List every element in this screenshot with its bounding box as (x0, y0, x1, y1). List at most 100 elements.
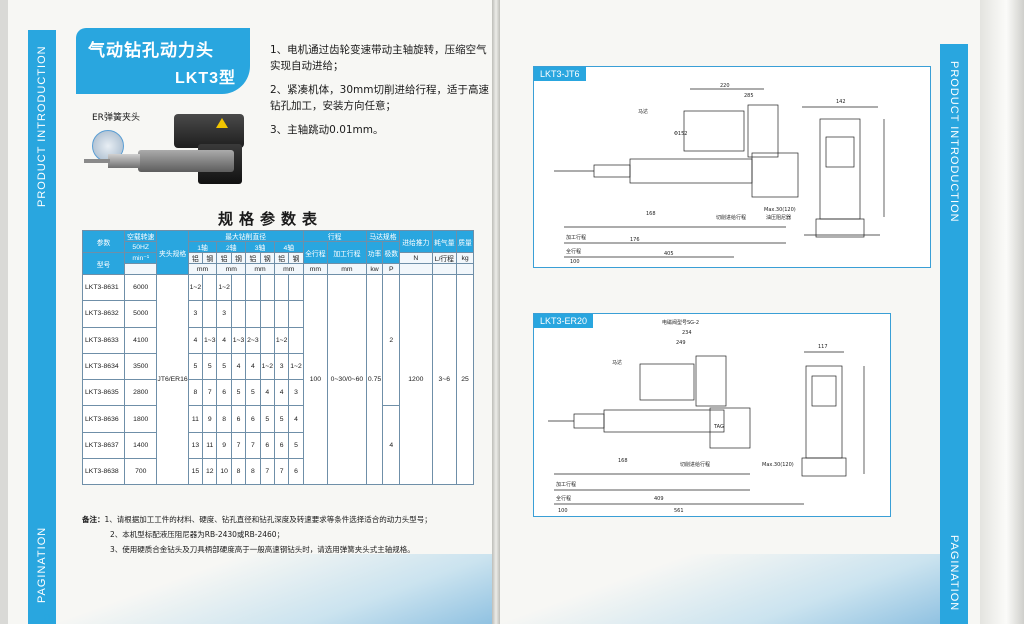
table-title: 规格参数表 (218, 210, 324, 228)
label-full-stroke: 全行程 (566, 248, 581, 255)
notes-label: 备注： (82, 515, 105, 524)
header-steel: 钢 (259, 252, 275, 264)
label-max: Max.30(120) (764, 207, 796, 213)
header-mm: mm (245, 263, 275, 275)
label-valve: 电磁阀型号SG-2 (662, 319, 699, 326)
cell-speed: 2800 (124, 379, 158, 407)
cell-a1-steel (202, 273, 218, 302)
label-motor: 马达 (612, 359, 622, 366)
cell-a1-al: 8 (187, 379, 204, 407)
product-title: 气动钻孔动力头 (88, 41, 214, 61)
dim-561: 561 (674, 508, 684, 514)
feature-item: 2、紧凑机体，30mm切削进给行程，适于高速钻孔加工，安装方向任意； (270, 84, 489, 112)
cell-a3-steel: 1~2 (259, 352, 275, 381)
cell-speed: 700 (124, 458, 158, 486)
product-model: LKT3型 (174, 70, 236, 87)
header-kw: kw (365, 263, 384, 275)
cell-a4-steel: 1~2 (288, 352, 304, 381)
cell-a3-al (245, 273, 261, 302)
dim-100: 100 (558, 508, 568, 514)
cell-a3-steel: 4 (259, 379, 275, 407)
header-speed-unit-hz: 50HZ (124, 241, 158, 253)
cell-a2-steel: 5 (230, 379, 247, 407)
dim-142: 142 (836, 99, 846, 105)
header-stroke: 行程 (302, 230, 367, 242)
cell-model: LKT3-8637 (81, 431, 126, 460)
header-params: 参数 (81, 230, 126, 253)
cell-model: LKT3-8631 (81, 273, 126, 302)
wave-decoration (500, 554, 940, 624)
cell-a2-al: 9 (216, 431, 232, 460)
right-side-band: PRODUCT INTRODUCTION PAGINATION (940, 44, 968, 624)
header-speed-unit-min: min⁻¹ (124, 252, 158, 264)
label-brand: TAG (713, 424, 724, 430)
cell-a2-al: 6 (216, 379, 232, 407)
cell-a3-steel: 6 (259, 431, 275, 460)
cell-a4-steel: 6 (288, 458, 304, 486)
cell-a1-steel: 9 (202, 405, 218, 433)
dim-234: 234 (682, 330, 692, 336)
header-poles: 极数 (382, 241, 401, 264)
header-full-stroke: 全行程 (302, 241, 329, 264)
cell-a3-steel (259, 300, 275, 328)
header-steel: 钢 (288, 252, 304, 264)
technical-drawing-er20: 电磁阀型号SG-2 马达 全行程 加工行程 切削进给行程 Max.30(120)… (548, 319, 865, 514)
cell-a1-al: 15 (187, 458, 204, 486)
drill-bit-shape (84, 159, 110, 163)
header-mm: mm (273, 263, 304, 275)
cell-a2-al: 8 (216, 405, 232, 433)
dim-168: 168 (618, 458, 628, 464)
dim-117: 117 (818, 344, 828, 350)
cell-speed: 4100 (124, 326, 158, 354)
cell-a3-al: 5 (245, 379, 261, 407)
feature-item: 1、电机通过齿轮变速带动主轴旋转，压缩空气实现自动进给； (270, 44, 487, 72)
cell-a3-steel: 5 (259, 405, 275, 433)
cell-poles-2: 2 (382, 273, 401, 407)
cell-speed: 1400 (124, 431, 158, 460)
cell-a2-steel (230, 273, 247, 302)
left-side-band: PRODUCT INTRODUCTION PAGINATION (28, 30, 56, 624)
note-item: 2、本机型标配液压阻尼器为RB-2430或RB-2460； (110, 530, 285, 539)
cell-thrust: 1200 (399, 273, 433, 486)
cell-a1-al: 3 (187, 300, 204, 328)
cell-a3-al: 7 (245, 431, 261, 460)
cell-a3-al: 4 (245, 352, 261, 381)
header-thrust: 进给推力 (399, 230, 433, 253)
header-mm: mm (327, 263, 367, 275)
label-full-stroke: 全行程 (556, 495, 571, 502)
drawing-tag: LKT3-JT6 (534, 67, 586, 81)
header-blank (431, 263, 458, 275)
cell-a1-steel: 5 (202, 352, 218, 381)
cell-a3-al (245, 300, 261, 328)
label-max: Max.30(120) (762, 462, 794, 468)
label-feed-stroke: 切削进给行程 (680, 461, 710, 468)
header-weight-unit: kg (456, 252, 474, 264)
header-blank (399, 263, 433, 275)
header-axis1: 1轴 (187, 241, 218, 253)
header-speed-blank (124, 263, 158, 275)
header-chuck: 夹头规格 (156, 230, 189, 275)
cell-a2-steel: 4 (230, 352, 247, 381)
header-motor: 马达规格 (365, 230, 401, 242)
cell-a3-al: 2~3 (245, 326, 261, 354)
cell-model: LKT3-8638 (81, 458, 126, 486)
header-al: 铝 (273, 252, 290, 264)
motor-shape (174, 114, 244, 148)
cell-a1-steel: 11 (202, 431, 218, 460)
cell-a4-steel (288, 273, 304, 302)
cell-a1-al: 5 (187, 352, 204, 381)
cell-speed: 1800 (124, 405, 158, 433)
header-p: P (382, 263, 401, 275)
header-thrust-unit: N (399, 252, 433, 264)
cell-a3-steel (259, 326, 275, 354)
dim-100: 100 (570, 259, 580, 265)
cell-a4-al: 5 (273, 405, 290, 433)
drawing-er20: LKT3-ER20 电磁阀型号SG-2 马达 全行程 加工行程 (533, 313, 891, 517)
header-blank (456, 263, 474, 275)
header-axis4: 4轴 (273, 241, 304, 253)
header-weight: 质量 (456, 230, 474, 253)
cell-a4-steel (288, 326, 304, 354)
side-label-product-introduction: PRODUCT INTRODUCTION (36, 45, 48, 207)
cell-a1-al: 13 (187, 431, 204, 460)
dim-285: 285 (744, 93, 754, 99)
